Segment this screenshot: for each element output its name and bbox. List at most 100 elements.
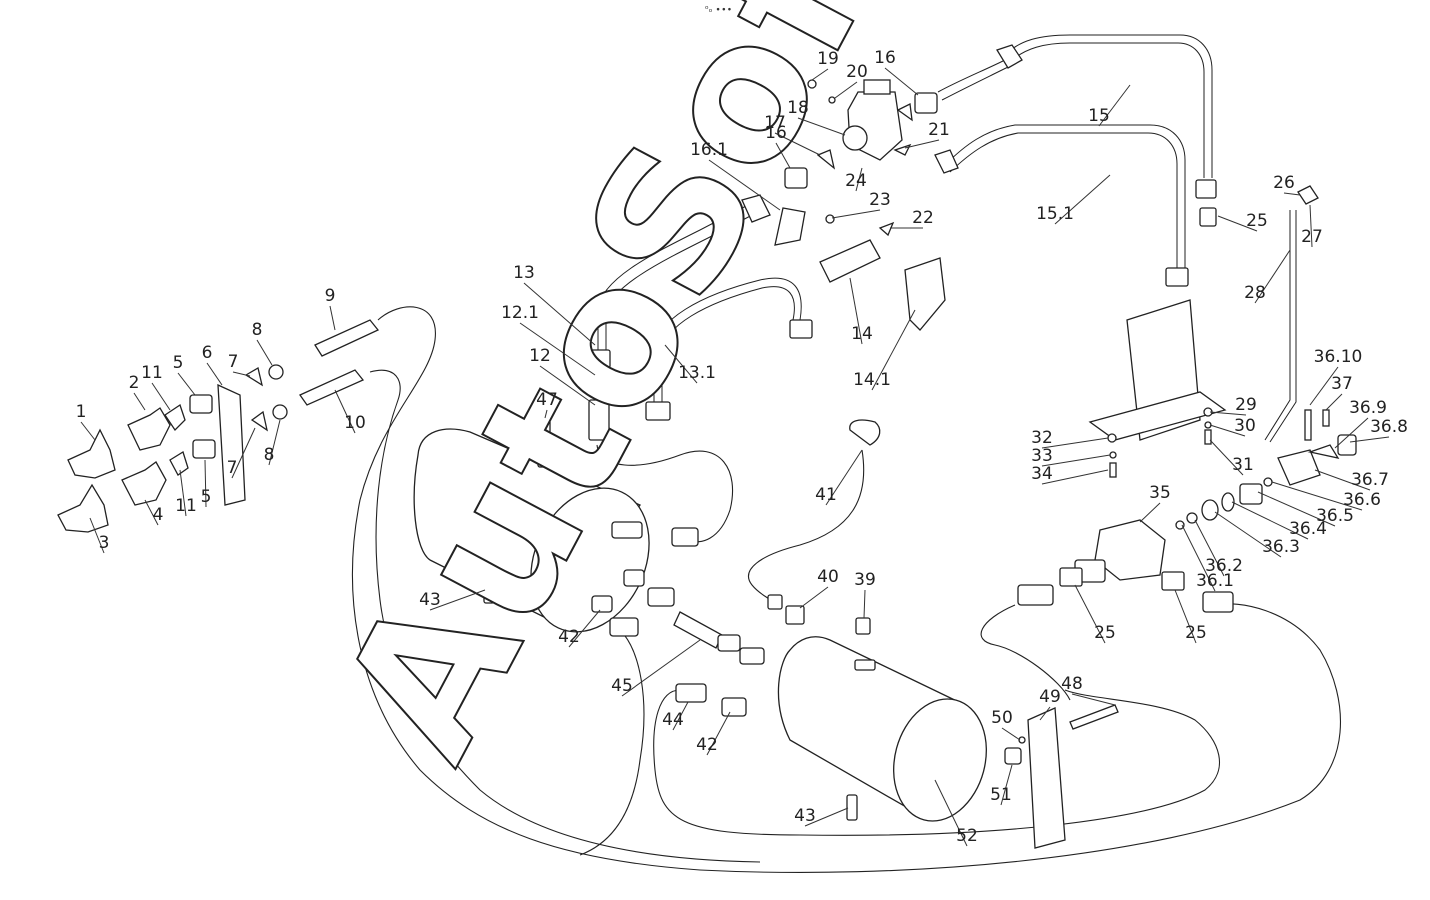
line-15-inner	[1009, 42, 1205, 178]
leader-15.1	[1054, 174, 1111, 225]
cover-36-8	[1337, 434, 1357, 456]
callout-8: 8	[252, 320, 263, 340]
nut-13-top	[741, 194, 771, 223]
nut-15-bottom	[1195, 179, 1217, 199]
callout-4: 4	[153, 505, 164, 525]
hose-main-loop	[352, 306, 1342, 874]
line-15-stub-a	[937, 59, 1006, 93]
leader-36.8	[1349, 436, 1390, 443]
callout-9: 9	[325, 286, 336, 306]
leader-36.2	[1194, 519, 1225, 577]
leader-43	[804, 807, 849, 827]
top-mark: ᵒₒ ∙∙∙	[705, 5, 732, 15]
callout-40: 40	[817, 567, 839, 587]
gladhand-couplings	[57, 319, 380, 533]
callout-44: 44	[662, 710, 684, 730]
drain-43-lower	[846, 794, 858, 821]
leader-13.1	[664, 344, 698, 384]
pressure-regulator-valve	[774, 79, 938, 246]
hose-44-loop	[653, 689, 1221, 836]
elbow-16-1	[774, 207, 806, 246]
leader-8	[268, 419, 281, 466]
screw-21	[893, 143, 912, 156]
callout-50: 50	[991, 708, 1013, 728]
callout-36.9: 36.9	[1349, 398, 1387, 418]
callout-2: 2	[129, 373, 140, 393]
hoses	[352, 306, 1342, 874]
leader-4	[144, 499, 159, 526]
callout-36.8: 36.8	[1370, 417, 1408, 437]
leader-23	[831, 209, 881, 219]
fitting-42-lower-tank	[721, 697, 747, 717]
screw-22	[878, 221, 895, 237]
seal-36-2	[1186, 512, 1198, 524]
washer-50	[1018, 736, 1026, 744]
callout-36.4: 36.4	[1289, 519, 1327, 539]
leader-16.1	[708, 159, 781, 211]
fitting-tank-d	[647, 587, 675, 607]
leader-50	[1001, 727, 1021, 741]
leader-36.10	[1309, 366, 1339, 406]
callout-5: 5	[201, 487, 212, 507]
leader-36.1	[1181, 524, 1216, 592]
leader-51	[1000, 764, 1013, 806]
callout-36.1: 36.1	[1196, 571, 1234, 591]
washer-valve	[896, 103, 913, 122]
callout-10: 10	[344, 413, 366, 433]
callout-25: 25	[1246, 211, 1268, 231]
callout-8: 8	[264, 445, 275, 465]
air-tank-lower	[675, 419, 987, 822]
fitting-tank-b	[671, 527, 699, 547]
leader-18	[797, 117, 846, 136]
callout-37: 37	[1331, 374, 1353, 394]
fitting-25-left	[1059, 567, 1083, 587]
leader-16	[775, 142, 791, 169]
callout-5: 5	[173, 353, 184, 373]
line-15-outer	[1004, 34, 1213, 178]
callout-14: 14	[851, 324, 873, 344]
line-13-inner	[605, 211, 759, 350]
callout-16: 16	[874, 48, 896, 68]
leader-49	[1039, 706, 1051, 721]
callout-43: 43	[794, 806, 816, 826]
washer-33	[1109, 451, 1117, 459]
nut-13-1-top	[789, 319, 813, 339]
fitting-5b	[192, 439, 216, 459]
callout-36.3: 36.3	[1262, 537, 1300, 557]
leader-28	[1254, 249, 1291, 304]
leader-42	[706, 711, 731, 756]
callout-35: 35	[1149, 483, 1171, 503]
ring-36-3	[1201, 499, 1219, 521]
fitting-40-a	[767, 594, 783, 610]
line-13-1-inner	[661, 286, 795, 405]
hose-end-9	[314, 319, 380, 357]
callout-43: 43	[419, 590, 441, 610]
leader-10	[334, 389, 356, 434]
leader-5	[177, 372, 196, 396]
spacer-36-4	[1221, 492, 1235, 512]
drain-43-upper	[483, 574, 495, 604]
leader-13	[523, 282, 596, 346]
leader-41	[825, 449, 863, 506]
callout-34: 34	[1031, 464, 1053, 484]
leader-7	[231, 427, 256, 479]
callout-45: 45	[611, 676, 633, 696]
fitting-16-left	[784, 167, 808, 189]
leader-29	[1209, 411, 1247, 416]
fitting-40-b	[785, 605, 805, 625]
callout-24: 24	[845, 171, 867, 191]
callout-29: 29	[1235, 395, 1257, 415]
hose-end-10	[299, 369, 365, 406]
leader-36.5	[1257, 491, 1336, 527]
leader-12.1	[519, 322, 596, 376]
line-28-b	[1269, 210, 1297, 443]
leader-25	[1174, 589, 1197, 644]
relay-valve-assembly	[1017, 409, 1357, 613]
leader-44	[672, 701, 689, 731]
callout-36.6: 36.6	[1343, 490, 1381, 510]
frame-bracket	[1088, 299, 1227, 478]
callout-51: 51	[990, 785, 1012, 805]
callout-36.10: 36.10	[1314, 347, 1363, 367]
leader-42	[568, 609, 601, 648]
